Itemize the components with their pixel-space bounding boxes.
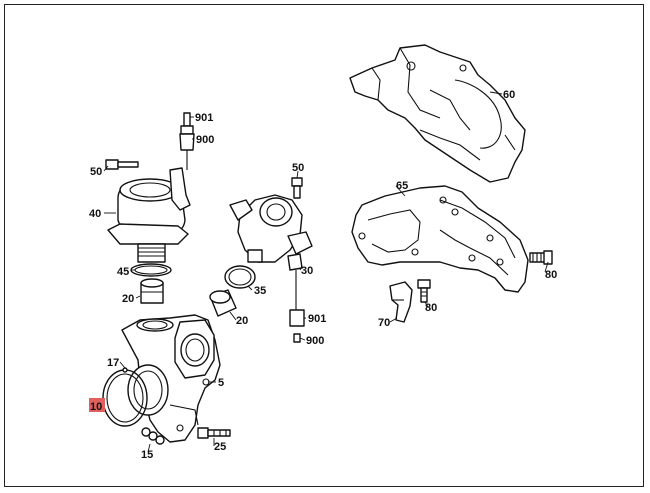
- callout-901-lower[interactable]: 901: [308, 313, 326, 325]
- callout-50-left[interactable]: 50: [90, 166, 102, 178]
- part-45-oring[interactable]: [130, 263, 172, 277]
- part-60-cover[interactable]: [349, 44, 526, 183]
- callout-45[interactable]: 45: [117, 266, 129, 278]
- part-900-connector-upper[interactable]: [179, 133, 195, 170]
- part-17-dowel[interactable]: [122, 367, 128, 373]
- callout-15[interactable]: 15: [141, 449, 153, 461]
- part-65-bracket[interactable]: [351, 185, 529, 293]
- part-80-bolt-lower[interactable]: [417, 279, 431, 303]
- part-50-bolt-left[interactable]: [105, 159, 139, 170]
- diagram-frame: [4, 4, 644, 487]
- callout-901-upper[interactable]: 901: [195, 112, 213, 124]
- callout-900-lower[interactable]: 900: [306, 335, 324, 347]
- part-30-pump[interactable]: [229, 194, 313, 263]
- callout-17[interactable]: 17: [107, 357, 119, 369]
- callout-35[interactable]: 35: [254, 285, 266, 297]
- callout-30[interactable]: 30: [301, 265, 313, 277]
- callout-40[interactable]: 40: [89, 208, 101, 220]
- part-70-clip[interactable]: [389, 281, 413, 323]
- callout-65[interactable]: 65: [396, 180, 408, 192]
- part-40-pump[interactable]: [107, 167, 191, 263]
- callout-10[interactable]: 10: [90, 401, 102, 413]
- callout-5[interactable]: 5: [218, 377, 224, 389]
- part-900-connector-lower[interactable]: [293, 333, 301, 343]
- callout-25[interactable]: 25: [214, 441, 226, 453]
- callout-900-upper[interactable]: 900: [196, 134, 214, 146]
- callout-20-right[interactable]: 20: [236, 315, 248, 327]
- part-25-bolt[interactable]: [197, 427, 231, 439]
- callout-10-highlight: [89, 398, 105, 412]
- part-15-washers[interactable]: [141, 427, 165, 445]
- callout-80-lower[interactable]: 80: [425, 302, 437, 314]
- part-80-bolt-right[interactable]: [529, 250, 553, 265]
- callout-20-left[interactable]: 20: [122, 293, 134, 305]
- part-901-connector-lower[interactable]: [289, 309, 305, 327]
- callout-50-right[interactable]: 50: [292, 162, 304, 174]
- callout-70[interactable]: 70: [378, 317, 390, 329]
- part-20-tappet-left[interactable]: [140, 278, 164, 304]
- callout-60[interactable]: 60: [503, 89, 515, 101]
- callout-80-right[interactable]: 80: [545, 269, 557, 281]
- part-901-connector-upper[interactable]: [180, 112, 194, 135]
- part-5-housing[interactable]: [121, 314, 221, 443]
- part-20-tappet-right[interactable]: [209, 289, 237, 317]
- part-50-bolt-right[interactable]: [291, 177, 303, 199]
- part-35-oring[interactable]: [224, 265, 256, 289]
- part-30-plug[interactable]: [287, 253, 303, 310]
- leader-lines: [103, 91, 549, 453]
